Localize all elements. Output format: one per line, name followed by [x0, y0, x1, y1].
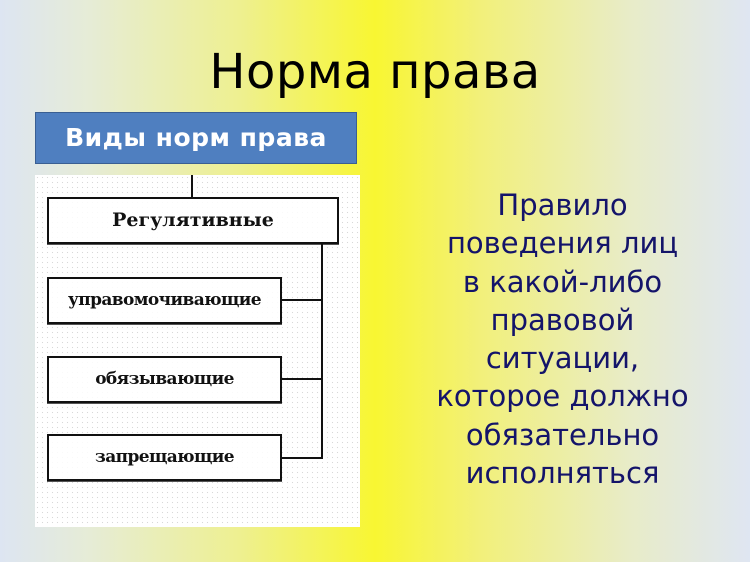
norm-types-header: Виды норм права — [35, 112, 357, 164]
connector-empowering — [282, 299, 323, 301]
connector-obliging — [282, 378, 323, 380]
definition-line: обязательно — [465, 417, 660, 452]
norm-types-diagram: Регулятивные управомочивающие обязывающи… — [35, 175, 360, 527]
connector-header-to-root — [191, 175, 193, 197]
diagram-box-obliging: обязывающие — [47, 356, 282, 403]
connector-prohibiting — [282, 457, 323, 459]
diagram-box-regulative: Регулятивные — [47, 197, 339, 244]
connector-trunk — [321, 244, 323, 459]
definition-line: ситуации, — [485, 341, 640, 376]
definition-line: которое должно — [436, 379, 689, 414]
norm-definition: Правило поведения лиц в какой-либо право… — [410, 186, 715, 492]
definition-line: поведения лиц — [446, 226, 679, 261]
definition-line: в какой-либо — [462, 264, 663, 299]
diagram-box-empowering: управомочивающие — [47, 277, 282, 324]
slide-title: Норма права — [209, 44, 541, 100]
definition-line: исполняться — [465, 456, 660, 491]
diagram-box-prohibiting: запрещающие — [47, 434, 282, 481]
definition-line: Правило — [497, 188, 628, 222]
definition-line: правовой — [490, 302, 635, 337]
